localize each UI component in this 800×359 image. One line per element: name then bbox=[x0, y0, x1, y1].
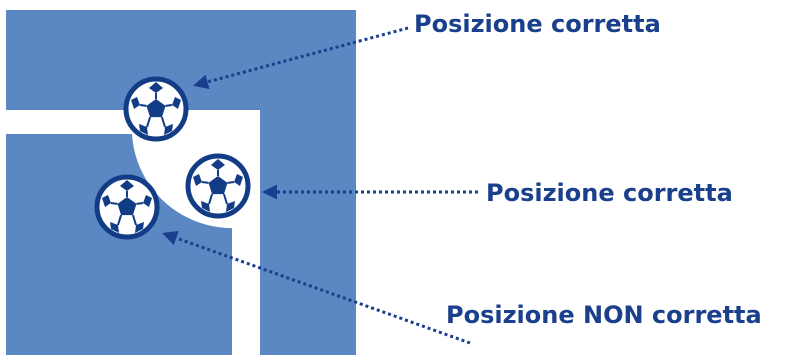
label-correct-top: Posizione corretta bbox=[414, 10, 661, 38]
ball-correct-top bbox=[126, 79, 186, 139]
touch-line bbox=[232, 110, 260, 355]
label-correct-mid: Posizione corretta bbox=[486, 179, 733, 207]
label-incorrect: Posizione NON corretta bbox=[446, 301, 762, 329]
ball-incorrect bbox=[97, 177, 157, 237]
ball-correct-arc bbox=[188, 156, 248, 216]
arrow-correct-top bbox=[193, 26, 409, 90]
